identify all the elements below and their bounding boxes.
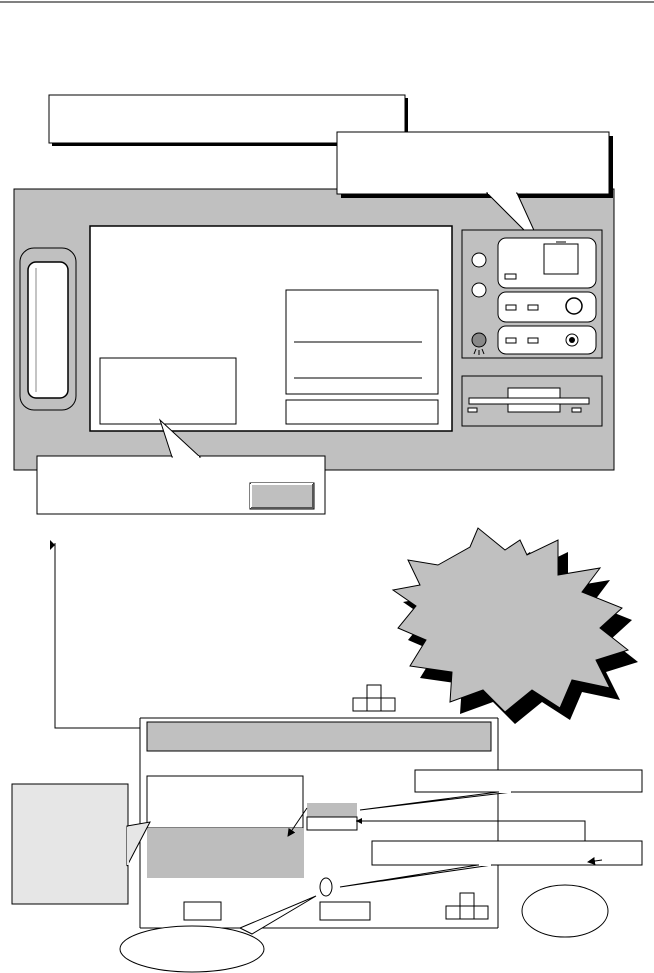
grey-selection-area xyxy=(147,828,304,878)
starburst-callout xyxy=(391,527,638,724)
callout-box-right-upper xyxy=(359,769,643,811)
small-key-middle xyxy=(319,901,371,921)
carrying-handle xyxy=(19,247,77,411)
callout-box-right-lower xyxy=(339,840,643,888)
screen-inset-box xyxy=(99,357,237,425)
connector-line-left xyxy=(50,540,140,729)
screen-menu-panel xyxy=(285,289,439,425)
connector-line-right xyxy=(356,818,586,842)
control-module-middle xyxy=(497,291,597,323)
small-key-left xyxy=(183,901,222,921)
grey-field xyxy=(307,803,357,817)
softkey-button[interactable] xyxy=(249,482,315,510)
led-indicators xyxy=(471,252,487,355)
dialog-inset xyxy=(146,775,304,829)
control-module-top xyxy=(497,237,597,289)
keypad-arrow-keys xyxy=(352,684,396,712)
callout-box-top-left xyxy=(48,94,408,146)
keypad-arrow-keys-lower xyxy=(445,892,489,920)
control-module-bottom xyxy=(497,325,597,355)
small-oval-marker xyxy=(319,877,333,897)
disk-drive-slot xyxy=(461,375,603,427)
callout-box-top-right xyxy=(336,131,613,249)
display-screen xyxy=(89,225,453,432)
bottom-oval-label xyxy=(119,895,317,973)
pointer-arrow-grey xyxy=(287,807,308,837)
white-field xyxy=(306,816,358,831)
window-title-bar xyxy=(146,721,492,752)
right-oval-label xyxy=(521,884,609,938)
side-note-box xyxy=(11,783,151,905)
